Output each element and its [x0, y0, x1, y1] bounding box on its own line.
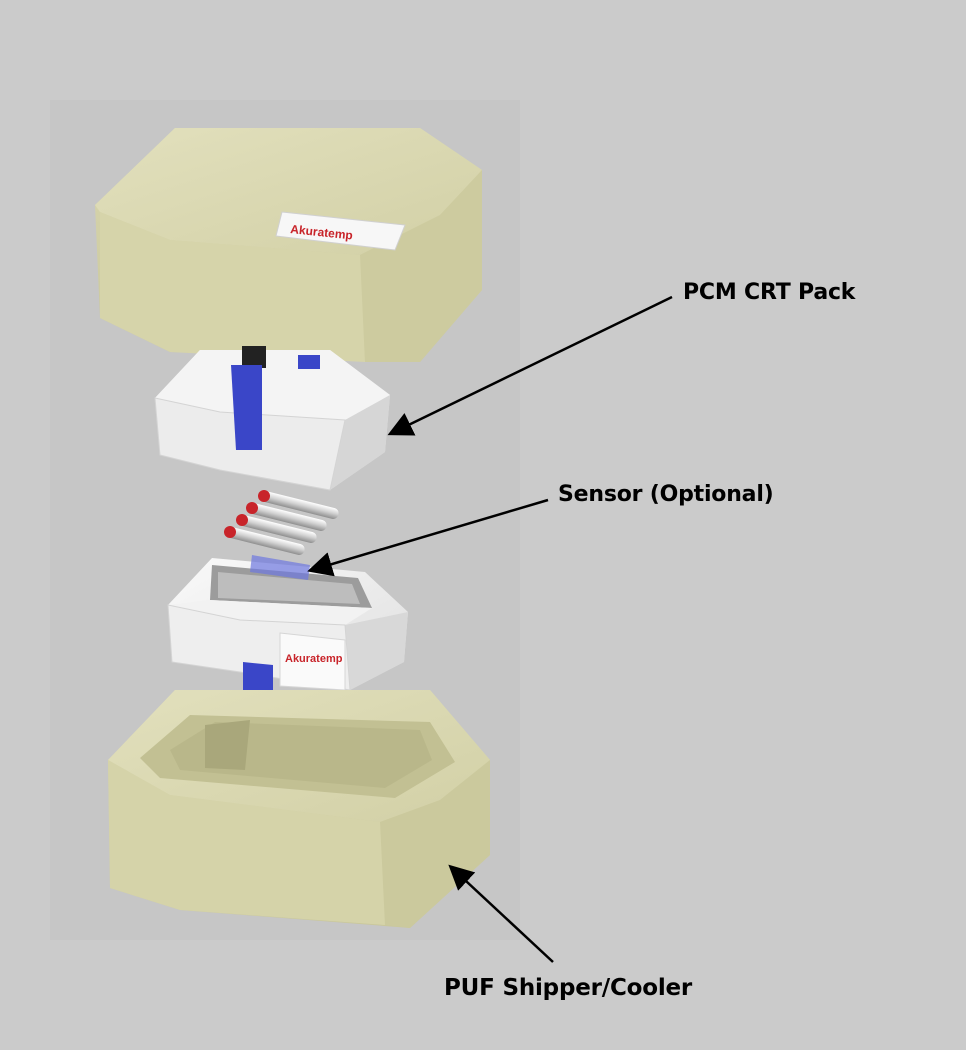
sensor-tube [258, 490, 339, 519]
lid-logo-text: Akuratemp [290, 222, 354, 242]
sensor-tube [246, 502, 327, 531]
sensor-tube [224, 526, 305, 555]
puf-shipper-cooler-label: PUF Shipper/Cooler [444, 975, 693, 1001]
foam-lid [95, 128, 482, 362]
pack-strap [231, 346, 320, 450]
sensor-tubes [224, 490, 339, 555]
sensor-tube [236, 514, 317, 543]
tray-brand-sticker: Akuratemp [279, 632, 346, 691]
puf-shipper-base [108, 690, 490, 928]
pcm-pack-arrow [387, 295, 673, 436]
tray-logo-text: Akuratemp [285, 653, 343, 665]
lid-brand-sticker: Akuratemp [275, 211, 406, 251]
pcm-crt-pack-label: PCM CRT Pack [683, 280, 856, 305]
sensor-arrow [307, 498, 549, 577]
sensor-optional-label: Sensor (Optional) [558, 482, 774, 507]
shipper-arrow [448, 864, 554, 963]
